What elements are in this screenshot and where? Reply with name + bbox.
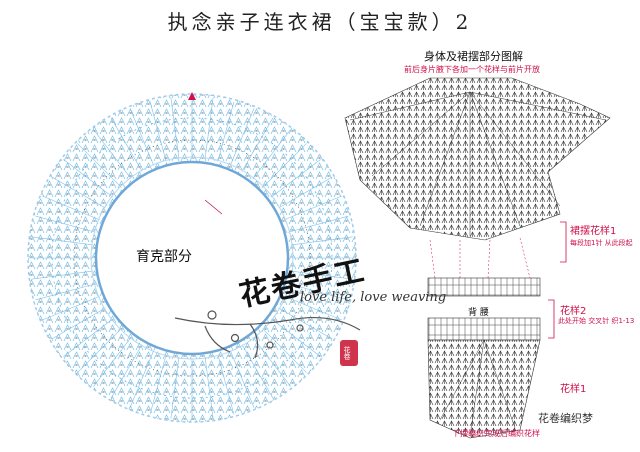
yoke-spoke xyxy=(217,101,235,162)
yoke-spoke xyxy=(271,318,321,357)
note-skirt-pattern-1: 每段加1针 从此段起 xyxy=(570,239,633,247)
yoke-spoke xyxy=(241,344,274,399)
yoke-label: 育克部分 xyxy=(136,249,192,265)
watermark-brand: 花卷编织梦 xyxy=(538,412,593,425)
yoke-spoke xyxy=(77,328,122,373)
body-upper xyxy=(344,77,611,241)
note-bottom: 下摆编织完成后编织花样 xyxy=(452,429,540,438)
center-label: 背 腰 xyxy=(468,308,489,318)
yoke-spoke xyxy=(63,159,113,198)
page-title: 执念亲子连衣裙（宝宝款）2 xyxy=(167,10,473,34)
yoke-spoke xyxy=(262,143,307,188)
yoke-spoke xyxy=(93,337,132,387)
yoke-spoke xyxy=(217,354,235,415)
seal-stamp xyxy=(340,340,358,366)
yoke-spoke xyxy=(262,328,307,373)
waist-band xyxy=(427,277,541,297)
yoke-spoke xyxy=(31,270,93,280)
yoke-spoke xyxy=(149,354,167,415)
yoke-spoke xyxy=(170,97,180,159)
label-skirt-pattern-1: 裙摆花样1 xyxy=(570,226,617,237)
yoke-spoke xyxy=(204,97,214,159)
yoke-opening xyxy=(96,162,288,354)
skirt-lower xyxy=(427,339,541,439)
yoke-chart xyxy=(27,92,357,423)
label-pattern-1: 花样1 xyxy=(560,384,587,395)
yoke-spoke xyxy=(129,108,155,166)
watermark-english: love life, love weaving xyxy=(300,290,447,305)
yoke-spoke xyxy=(229,350,255,408)
yoke-ring xyxy=(94,160,290,356)
yoke-spoke xyxy=(77,143,122,188)
yoke-spoke xyxy=(63,318,113,357)
yoke-spoke xyxy=(284,295,342,321)
yoke-spoke xyxy=(252,337,291,387)
yoke-spoke xyxy=(288,215,349,233)
yoke-spoke xyxy=(51,307,106,340)
pattern-2-band xyxy=(427,317,541,341)
yoke-spoke xyxy=(278,176,333,209)
note-top: 前后身片腋下各加一个花样与前片开放 xyxy=(404,65,540,74)
yoke-spoke xyxy=(284,195,342,221)
yoke-spoke xyxy=(31,236,93,246)
yoke-spoke xyxy=(271,159,321,198)
start-marker xyxy=(188,92,196,100)
yoke-spoke xyxy=(241,117,274,172)
yoke-spoke xyxy=(288,283,349,301)
body-chart-heading: 身体及裙摆部分图解 xyxy=(424,50,523,63)
yoke-spoke xyxy=(229,108,255,166)
yoke-spoke xyxy=(291,236,353,246)
yoke-spoke xyxy=(129,350,155,408)
yoke-spoke xyxy=(42,295,100,321)
yoke-spoke xyxy=(110,117,143,172)
yoke-spoke xyxy=(149,101,167,162)
yoke-spoke xyxy=(252,129,291,179)
yoke-spoke xyxy=(204,357,214,419)
yoke-spoke xyxy=(291,270,353,280)
yoke-spoke xyxy=(93,129,132,179)
yoke-spoke xyxy=(35,283,96,301)
watermark-branch xyxy=(174,310,361,359)
yoke-spoke xyxy=(110,344,143,399)
body-chart xyxy=(344,77,611,439)
yoke-spoke xyxy=(35,215,96,233)
seal-text: 花卷 xyxy=(343,346,351,360)
yoke-spoke xyxy=(278,307,333,340)
label-pattern-2: 花样2 xyxy=(560,306,587,317)
yoke-spoke xyxy=(51,176,106,209)
yoke-spoke xyxy=(170,357,180,419)
note-pattern-2: 此处开始 交叉针 织1-13 xyxy=(558,317,635,325)
yoke-spoke xyxy=(42,195,100,221)
